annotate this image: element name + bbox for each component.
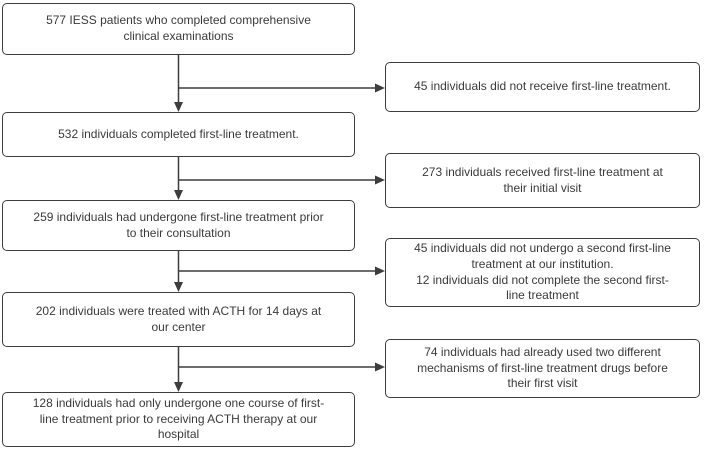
exclusion-box-273-initial-visit: 273 individuals received first-line trea… xyxy=(385,153,700,208)
flow-box-text: 128 individuals had only undergone one c… xyxy=(32,395,325,442)
exclusion-box-45-12-second-treatment: 45 individuals did not undergo a second … xyxy=(385,238,700,307)
flow-box-text: 74 individuals had already used two diff… xyxy=(417,344,668,391)
flow-box-text: 532 individuals completed first-line tre… xyxy=(58,126,299,141)
flow-box-text: 259 individuals had undergone first-line… xyxy=(33,209,324,240)
flow-box-532-completed: 532 individuals completed first-line tre… xyxy=(2,112,355,157)
flow-box-577-patients: 577 IESS patients who completed comprehe… xyxy=(2,3,355,55)
flow-box-259-prior-treatment: 259 individuals had undergone first-line… xyxy=(2,200,355,251)
flow-box-text: 45 individuals did not receive first-lin… xyxy=(414,79,671,94)
exclusion-box-74-two-mechanisms: 74 individuals had already used two diff… xyxy=(385,339,700,398)
flow-box-text: 577 IESS patients who completed comprehe… xyxy=(46,13,311,43)
flow-box-202-acth: 202 individuals were treated with ACTH f… xyxy=(2,292,355,347)
flow-box-text: 45 individuals did not undergo a second … xyxy=(414,240,671,303)
flow-box-text: 202 individuals were treated with ACTH f… xyxy=(35,303,322,334)
flow-box-text: 273 individuals received first-line trea… xyxy=(422,164,663,195)
exclusion-box-45-no-treatment: 45 individuals did not receive first-lin… xyxy=(385,62,700,112)
flow-box-128-one-course: 128 individuals had only undergone one c… xyxy=(2,392,355,447)
